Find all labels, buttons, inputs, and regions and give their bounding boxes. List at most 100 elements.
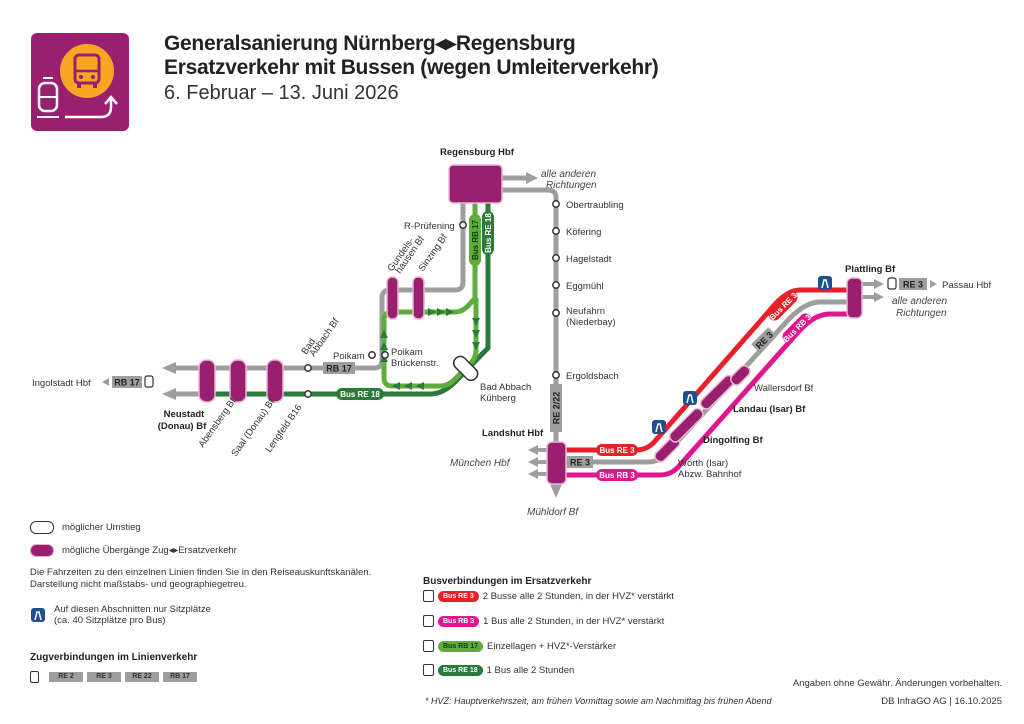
- svg-text:Abzw. Bahnhof: Abzw. Bahnhof: [678, 469, 742, 480]
- tag-re2-22: RE 2/22: [550, 384, 562, 432]
- svg-text:Bus RE 3: Bus RE 3: [599, 446, 635, 455]
- arrow-icon: [162, 388, 176, 400]
- svg-text:RB 17: RB 17: [114, 378, 140, 388]
- svg-text:Obertraubling: Obertraubling: [566, 200, 624, 211]
- svg-text:Kühberg: Kühberg: [480, 393, 516, 404]
- svg-text:Wörth (Isar): Wörth (Isar): [678, 458, 728, 469]
- station-wallersdorf[interactable]: [729, 364, 752, 387]
- svg-text:Eggmühl: Eggmühl: [566, 281, 604, 292]
- line-rb17: [175, 195, 466, 371]
- svg-text:Köfering: Köfering: [566, 227, 601, 238]
- tag-rb17-ingolstadt: [112, 376, 142, 388]
- station-regensburg[interactable]: [448, 164, 503, 204]
- station-plattling[interactable]: [846, 277, 863, 319]
- svg-text:RE 3: RE 3: [570, 458, 590, 468]
- tag-bus-rb17-vertical: Bus RB 17: [469, 214, 481, 266]
- train-line-tag: RE 22: [125, 672, 159, 682]
- station-saal[interactable]: [266, 359, 284, 403]
- svg-text:Bus RB 3: Bus RB 3: [782, 312, 814, 344]
- svg-text:Ergoldsbach: Ergoldsbach: [566, 371, 619, 382]
- svg-text:Landau (Isar) Bf: Landau (Isar) Bf: [733, 404, 806, 415]
- page-title-line1: Generalsanierung Nürnberg◂▸Regensburg: [164, 32, 576, 55]
- legend-note-1: Die Fahrzeiten zu den einzelnen Linien f…: [30, 567, 372, 578]
- train-bus-transfer-icon: [30, 544, 54, 557]
- svg-text:Bus RE 18: Bus RE 18: [340, 390, 380, 399]
- svg-text:(Donau) Bf: (Donau) Bf: [158, 421, 207, 432]
- arrow-icon: [162, 362, 176, 374]
- station-neustadt[interactable]: [198, 359, 216, 403]
- label-regensburg: Regensburg Hbf: [440, 147, 515, 158]
- date-range: 6. Februar – 13. Juni 2026: [164, 82, 399, 104]
- legend-motorway: Auf diesen Abschnitten nur Sitzplätze (c…: [30, 604, 211, 626]
- svg-text:Poikam: Poikam: [333, 351, 365, 362]
- bus-icon: [423, 615, 434, 627]
- plattling-east-arrows: [862, 279, 884, 302]
- svg-text:Bus RB 17: Bus RB 17: [471, 219, 480, 260]
- svg-text:Plattling Bf: Plattling Bf: [845, 264, 896, 275]
- bus-connections-heading: Busverbindungen im Ersatzverkehr: [423, 576, 592, 587]
- transfer-capsule-icon: [30, 521, 54, 534]
- svg-text:RE 3: RE 3: [903, 280, 923, 290]
- svg-text:RE 2/22: RE 2/22: [552, 392, 562, 425]
- arrow-icon: [526, 172, 538, 184]
- svg-text:Bus RE 18: Bus RE 18: [484, 213, 493, 253]
- page-title-line2: Ersatzverkehr mit Bussen (wegen Umleiter…: [164, 56, 659, 79]
- arrow-icon: [550, 484, 562, 498]
- svg-text:Brückenstr.: Brückenstr.: [391, 358, 439, 369]
- train-line-tag: RE 2: [49, 672, 83, 682]
- station-abensberg[interactable]: [229, 359, 247, 403]
- svg-text:Neustadt: Neustadt: [164, 409, 205, 420]
- legend-note-2: Darstellung nicht maßstabs- und geograph…: [30, 579, 247, 590]
- svg-text:Mühldorf Bf: Mühldorf Bf: [527, 507, 579, 518]
- bus-replacement-logo: [31, 33, 129, 131]
- tag-rb17: [323, 362, 355, 374]
- tag-bus-re18-vertical: Bus RE 18: [482, 211, 494, 255]
- svg-text:R-Prüfening: R-Prüfening: [404, 221, 455, 232]
- stop-markers: [304, 200, 560, 398]
- station-dingolfing[interactable]: [668, 407, 705, 444]
- station-sinzing[interactable]: [412, 276, 425, 320]
- bus-line-legend-item: Bus RE 18 1 Bus alle 2 Stunden: [423, 664, 574, 676]
- svg-text:Dingolfing Bf: Dingolfing Bf: [703, 435, 763, 446]
- svg-text:Richtungen: Richtungen: [546, 180, 597, 191]
- station-gundelshausen[interactable]: [386, 276, 399, 320]
- bus-icon: [423, 664, 434, 676]
- hvz-footnote: * HVZ: Hauptverkehrszeit, am frühen Vorm…: [425, 696, 772, 706]
- line-re2-22: [502, 187, 559, 480]
- train-line-tag: RB 17: [163, 672, 197, 682]
- bus-replacement-icon: [37, 44, 118, 119]
- tag-bus-rb3: [596, 469, 638, 481]
- svg-text:alle anderen: alle anderen: [892, 296, 947, 307]
- svg-text:alle anderen: alle anderen: [541, 169, 596, 180]
- svg-text:Neufahrn: Neufahrn: [566, 306, 605, 317]
- train-lines-legend: RE 2 RE 3 RE 22 RB 17: [30, 671, 201, 683]
- disclaimer: Angaben ohne Gewähr. Änderungen vorbehal…: [792, 678, 1002, 689]
- svg-text:Ingolstadt Hbf: Ingolstadt Hbf: [32, 378, 91, 389]
- direction-arrows: [380, 308, 480, 390]
- svg-text:Bus RB 3: Bus RB 3: [599, 471, 635, 480]
- motorway-icon: [818, 276, 832, 290]
- motorway-icon: [31, 608, 45, 622]
- motorway-icon: [652, 420, 666, 434]
- bus-icon: [423, 640, 434, 652]
- svg-text:Landshut Hbf: Landshut Hbf: [482, 428, 544, 439]
- tag-bus-rb3-diagonal: Bus RB 3: [782, 312, 814, 344]
- station-landshut[interactable]: [546, 441, 567, 485]
- arrow-icon: [102, 378, 109, 386]
- svg-text:Richtungen: Richtungen: [896, 308, 947, 319]
- tag-bus-re18: [336, 388, 384, 400]
- motorway-icon: [683, 391, 697, 405]
- train-icon: [887, 277, 897, 290]
- svg-text:Wallersdorf Bf: Wallersdorf Bf: [754, 383, 814, 394]
- legend-transfer: möglicher Umstieg: [30, 521, 141, 534]
- publisher-date: DB InfraGO AG | 16.10.2025: [881, 696, 1002, 707]
- line-bus-re3: [565, 287, 850, 453]
- line-bus-rb3: [565, 311, 850, 478]
- station-kuehberg[interactable]: [451, 354, 480, 383]
- svg-text:RB 17: RB 17: [326, 364, 352, 374]
- arrow-icon: [930, 280, 937, 288]
- svg-text:Passau Hbf: Passau Hbf: [942, 280, 991, 291]
- svg-text:München Hbf: München Hbf: [450, 458, 511, 469]
- train-icon: [144, 375, 154, 388]
